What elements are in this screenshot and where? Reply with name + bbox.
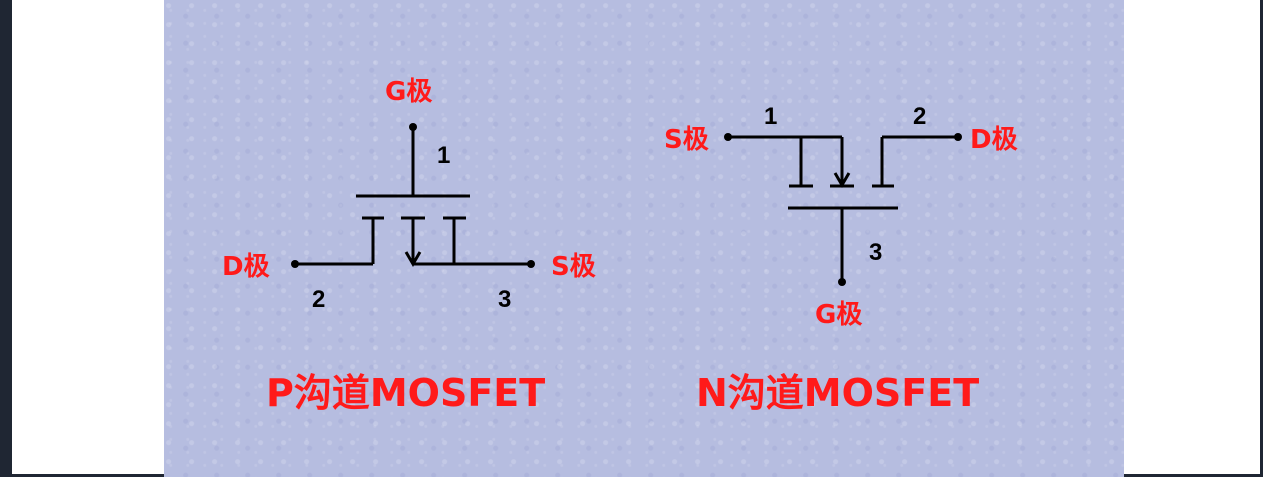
p-drain-pin-number: 2	[312, 286, 325, 313]
p-drain-terminal-dot	[291, 260, 299, 268]
p-source-terminal-dot	[527, 260, 535, 268]
n-drain-pin-number: 2	[913, 103, 926, 130]
p-gate-pin-number: 1	[437, 142, 450, 169]
slide	[164, 0, 1124, 477]
n-gate-label: G极	[815, 300, 863, 330]
n-mosfet-symbol	[724, 133, 962, 286]
p-mosfet-symbol	[291, 123, 535, 268]
n-gate-pin-number: 3	[869, 239, 882, 266]
n-source-pin-number: 1	[764, 103, 777, 130]
n-gate-terminal-dot	[838, 278, 846, 286]
n-source-label: S极	[664, 125, 710, 155]
p-mosfet-title: P沟道MOSFET	[266, 371, 545, 415]
p-source-label: S极	[551, 252, 597, 282]
n-drain-terminal-dot	[954, 133, 962, 141]
window-frame-left	[0, 0, 12, 477]
p-drain-label: D极	[222, 252, 271, 282]
p-gate-label: G极	[385, 77, 433, 107]
n-drain-label: D极	[970, 125, 1019, 155]
n-mosfet-title: N沟道MOSFET	[696, 371, 979, 415]
p-source-pin-number: 3	[498, 286, 511, 313]
